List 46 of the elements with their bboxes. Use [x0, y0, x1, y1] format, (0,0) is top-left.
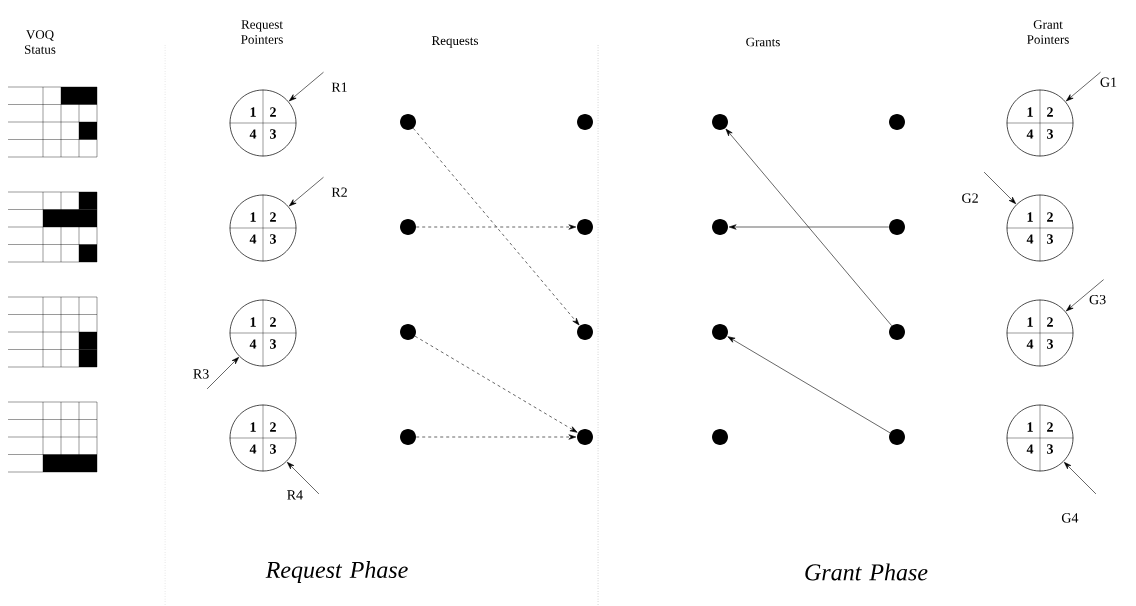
dot	[400, 429, 416, 445]
pointer-label: G3	[1089, 294, 1106, 305]
arrow	[206, 356, 240, 390]
arrow	[288, 176, 324, 207]
dot	[889, 114, 905, 130]
dot	[400, 219, 416, 235]
arrow	[288, 71, 324, 102]
dot	[889, 219, 905, 235]
dot	[712, 324, 728, 340]
arrow	[1066, 279, 1104, 312]
dot	[712, 429, 728, 445]
arrow	[1066, 71, 1101, 102]
phase-title: Request Phase	[265, 561, 408, 583]
arrow	[1063, 461, 1097, 495]
pointer-label: R2	[331, 187, 347, 197]
column-heading: VOQ Status	[24, 30, 56, 54]
column-heading: Request Pointers	[241, 20, 283, 44]
dot	[400, 324, 416, 340]
arrow	[983, 171, 1017, 205]
pointer-label: R4	[287, 490, 303, 500]
dot	[712, 219, 728, 235]
column-heading: Grants	[746, 37, 780, 47]
dot	[889, 429, 905, 445]
arrow	[728, 224, 890, 230]
pointer-label: G4	[1061, 513, 1079, 523]
dot	[577, 114, 593, 130]
dot	[577, 219, 593, 235]
dot	[889, 324, 905, 340]
pointer-label: R3	[193, 369, 209, 379]
pointer-label: G1	[1100, 77, 1117, 87]
arrow	[413, 128, 580, 326]
dot	[712, 114, 728, 130]
column-heading: Requests	[431, 36, 478, 48]
column-heading: Grant Pointers	[1027, 20, 1069, 44]
phase-title: Grant Phase	[805, 563, 928, 581]
dot	[577, 324, 593, 340]
arrow	[725, 128, 892, 327]
arrow	[415, 434, 577, 440]
dot	[577, 429, 593, 445]
dot	[400, 114, 416, 130]
arrow	[415, 224, 577, 230]
arrow	[286, 461, 320, 495]
pointer-label: G2	[962, 193, 978, 203]
arrow	[727, 336, 891, 434]
pointer-label: R1	[331, 82, 347, 92]
arrow	[414, 335, 578, 433]
